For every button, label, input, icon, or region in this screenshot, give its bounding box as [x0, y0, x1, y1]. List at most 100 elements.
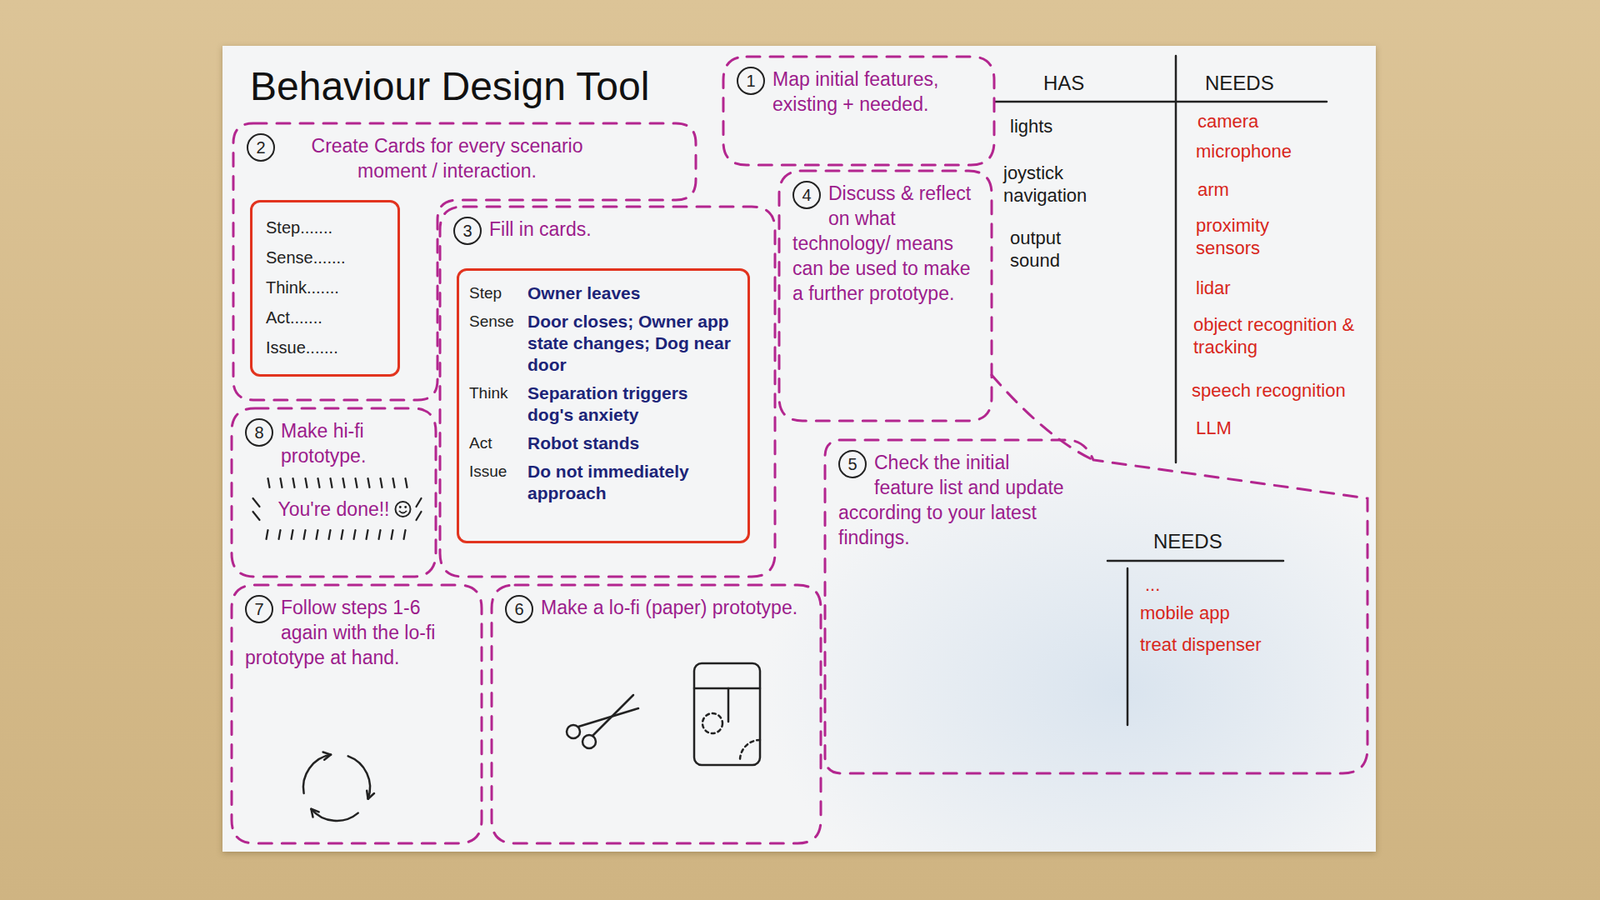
tick-mark	[266, 530, 269, 540]
step-region: 6Make a lo-fi (paper) prototype.	[491, 585, 821, 844]
tick-mark	[305, 478, 308, 488]
tick-mark	[293, 478, 295, 488]
step-instruction: Fill in cards.	[453, 216, 762, 242]
tick-mark	[318, 478, 320, 488]
tick-mark	[316, 530, 319, 540]
needed-feature: microphone	[1195, 140, 1292, 163]
table-rule	[995, 100, 1327, 104]
card-field: Sense.......	[265, 242, 385, 273]
callout-number: 6	[505, 595, 534, 624]
diagram-title: Behaviour Design Tool	[250, 63, 650, 110]
step-region: 2Create Cards for every scenario moment …	[233, 123, 696, 400]
scissors-blade	[592, 695, 634, 736]
step-instruction: Map initial features, existing + needed.	[736, 66, 981, 117]
step-region: 8Make hi-fi prototype.You're done!!	[231, 408, 436, 577]
step-region: 7Follow steps 1-6 again with the lo-fi p…	[231, 585, 482, 844]
tick-mark	[343, 478, 345, 488]
needed-feature: speech recognition	[1191, 379, 1371, 402]
smiley-face	[395, 501, 411, 517]
callout-number: 5	[838, 450, 867, 479]
tick-mark	[391, 530, 394, 540]
callout-number: 2	[246, 133, 275, 162]
celebration-marks	[253, 478, 422, 540]
card-field-name: Issue	[469, 460, 528, 483]
needed-feature: mobile app	[1140, 601, 1230, 625]
card-field-name: Act	[469, 432, 528, 455]
dashed-region-outline	[231, 585, 482, 844]
dashed-region-outline	[779, 170, 992, 421]
tick-mark	[379, 530, 381, 540]
needed-feature: object recognition & tracking	[1193, 313, 1369, 359]
tick-mark	[253, 498, 260, 507]
smiley-outline	[395, 501, 411, 517]
table-header: NEEDS	[1153, 530, 1223, 553]
needed-feature: treat dispenser	[1140, 633, 1262, 656]
dashed-region-outline	[440, 206, 775, 577]
card-field-name: Sense	[469, 310, 528, 333]
tick-mark	[253, 511, 260, 520]
tick-mark	[291, 530, 294, 540]
callout-number: 8	[245, 418, 274, 447]
step-region: 5Check the initial feature list and upda…	[825, 440, 1371, 774]
card-field: Step.......	[265, 212, 385, 243]
cycle-arc	[310, 809, 358, 821]
table-header: NEEDS	[1205, 71, 1275, 95]
dashed-region-outline	[233, 123, 696, 400]
tick-mark	[355, 478, 358, 488]
scissors-ring	[582, 735, 596, 749]
scenario-card: StepOwner leavesSenseDoor closes; Owner …	[456, 268, 750, 544]
needed-feature: camera	[1197, 110, 1259, 133]
cycle-arc	[303, 755, 331, 794]
feature-item: output sound	[1010, 226, 1102, 272]
tick-mark	[354, 530, 356, 540]
step-instruction: Make a lo-fi (paper) prototype.	[505, 595, 808, 620]
card-template: Step.......Sense.......Think.......Act..…	[250, 200, 400, 377]
smiley-mouth	[399, 510, 407, 514]
step-region: 3Fill in cards. StepOwner leavesSenseDoor…	[440, 206, 775, 577]
tick-mark	[416, 511, 422, 520]
tick-mark	[279, 530, 281, 540]
tick-mark	[393, 478, 395, 488]
card-field: Act.......	[265, 302, 385, 333]
smiley-eye	[399, 505, 402, 509]
card-field-value: Do not immediately approach	[527, 460, 738, 505]
scissors-icon	[566, 695, 639, 749]
tick-mark	[404, 530, 406, 540]
cycle-arrowhead	[366, 790, 375, 800]
card-field: Issue.......	[265, 332, 385, 363]
card-field-value: Door closes; Owner app state changes; Do…	[527, 310, 738, 376]
callout-number: 3	[453, 216, 482, 245]
feature-item: joystick navigation	[1003, 161, 1129, 207]
cycle-icon	[303, 752, 375, 821]
dashed-region-outline	[723, 56, 995, 165]
card-field-value: Separation triggers dog's anxiety	[527, 382, 738, 426]
needed-feature: proximity sensors	[1195, 214, 1321, 260]
tick-mark	[304, 530, 306, 540]
dashed-region-outline	[825, 440, 1368, 774]
table-rule	[1175, 55, 1178, 463]
phone-dashed-arc	[740, 740, 760, 760]
phone-line	[694, 687, 760, 690]
table-header: HAS	[1043, 71, 1085, 95]
done-note: You're done!!	[278, 496, 390, 522]
cycle-arrowhead	[323, 752, 332, 760]
phone-body	[694, 663, 760, 765]
step-region: 4Discuss & reflect on what technology/ m…	[779, 170, 992, 421]
table-rule	[1107, 560, 1284, 563]
tick-mark	[366, 530, 369, 540]
card-field-value: Robot stands	[527, 432, 738, 455]
card-field-name: Step	[469, 282, 528, 305]
smiley-eye	[404, 505, 407, 509]
feature-item: lights	[1010, 115, 1053, 138]
card-field-name: Think	[469, 382, 528, 405]
tick-mark	[330, 478, 333, 488]
scissors-blade	[578, 708, 639, 727]
dashed-region-outline	[231, 408, 436, 577]
tick-mark	[280, 478, 283, 488]
table-rule	[1126, 568, 1130, 725]
dashed-divider	[991, 375, 1094, 460]
phone-line	[727, 688, 730, 722]
